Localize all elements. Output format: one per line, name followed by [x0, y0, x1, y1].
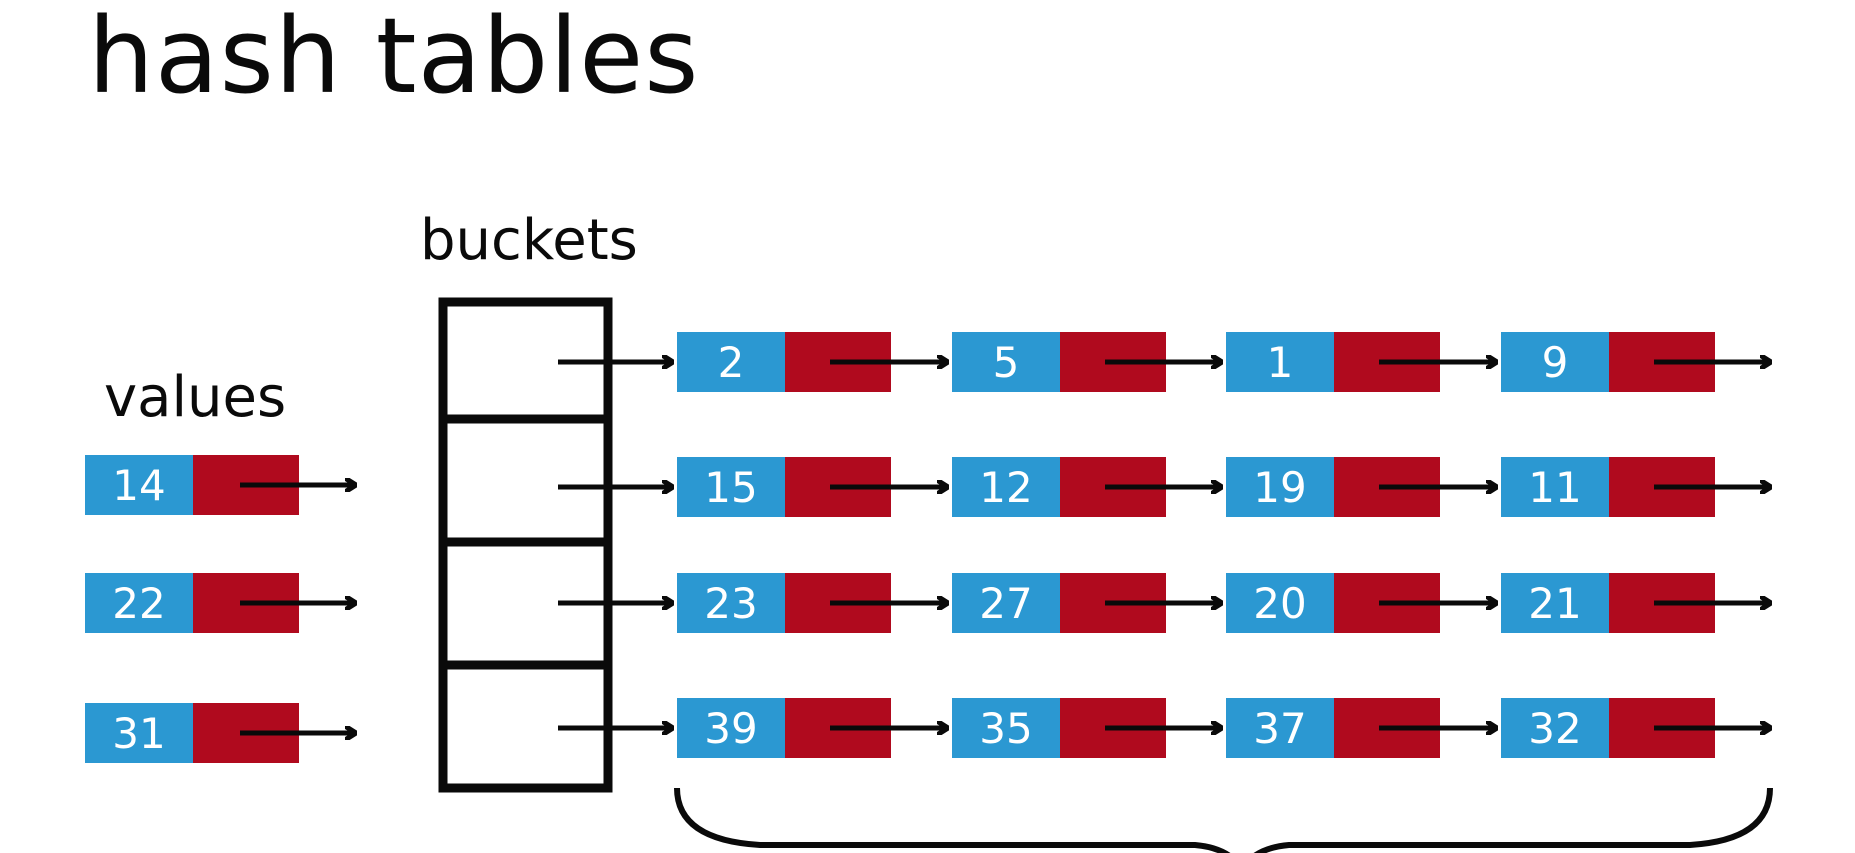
node-value: 14: [112, 461, 165, 510]
node-value-cell: [1226, 332, 1334, 392]
node-value: 23: [704, 579, 757, 628]
node-value: 2: [718, 338, 745, 387]
node-value: 21: [1528, 579, 1581, 628]
node-value: 12: [979, 463, 1032, 512]
node-value: 19: [1253, 463, 1306, 512]
node-value: 9: [1542, 338, 1569, 387]
chain-node: 11: [1501, 457, 1715, 517]
node-value: 11: [1528, 463, 1581, 512]
node-value: 27: [979, 579, 1032, 628]
chain-node: 12: [952, 457, 1166, 517]
values-label: values: [104, 365, 287, 430]
node-value-cell: [1501, 573, 1609, 633]
node-value: 15: [704, 463, 757, 512]
node-value-cell: [1501, 698, 1609, 758]
node-value: 39: [704, 704, 757, 753]
node-value-cell: [952, 457, 1060, 517]
buckets-label: buckets: [420, 208, 638, 273]
chain-node: 37: [1226, 698, 1440, 758]
node-value-cell: [1501, 457, 1609, 517]
node-value-cell: [85, 703, 193, 763]
node-value: 1: [1267, 338, 1294, 387]
chain-brace: [674, 787, 1773, 853]
slide-title: hash tables: [88, 0, 700, 117]
node-value-cell: [677, 573, 785, 633]
bucket-array: [438, 297, 613, 793]
node-value-cell: [85, 573, 193, 633]
node-value: 35: [979, 704, 1032, 753]
node-value-cell: [952, 332, 1060, 392]
values-list: 14 22 31: [85, 455, 355, 763]
node-value: 37: [1253, 704, 1306, 753]
node-value-cell: [1501, 332, 1609, 392]
node-value: 20: [1253, 579, 1306, 628]
node-value-cell: [677, 332, 785, 392]
node-value-cell: [1226, 573, 1334, 633]
node-value-cell: [677, 698, 785, 758]
chain-node: 32: [1501, 698, 1715, 758]
node-value-cell: [677, 457, 785, 517]
value-node: 14: [85, 455, 299, 515]
node-value: 31: [112, 709, 165, 758]
node-value-cell: [1226, 698, 1334, 758]
chain-node: 20: [1226, 573, 1440, 633]
node-value-cell: [952, 573, 1060, 633]
node-value: 5: [993, 338, 1020, 387]
node-value-cell: [952, 698, 1060, 758]
node-value: 22: [112, 579, 165, 628]
node-value: 32: [1528, 704, 1581, 753]
chain-node: 2: [677, 332, 891, 392]
node-value-cell: [85, 455, 193, 515]
node-value-cell: [1226, 457, 1334, 517]
